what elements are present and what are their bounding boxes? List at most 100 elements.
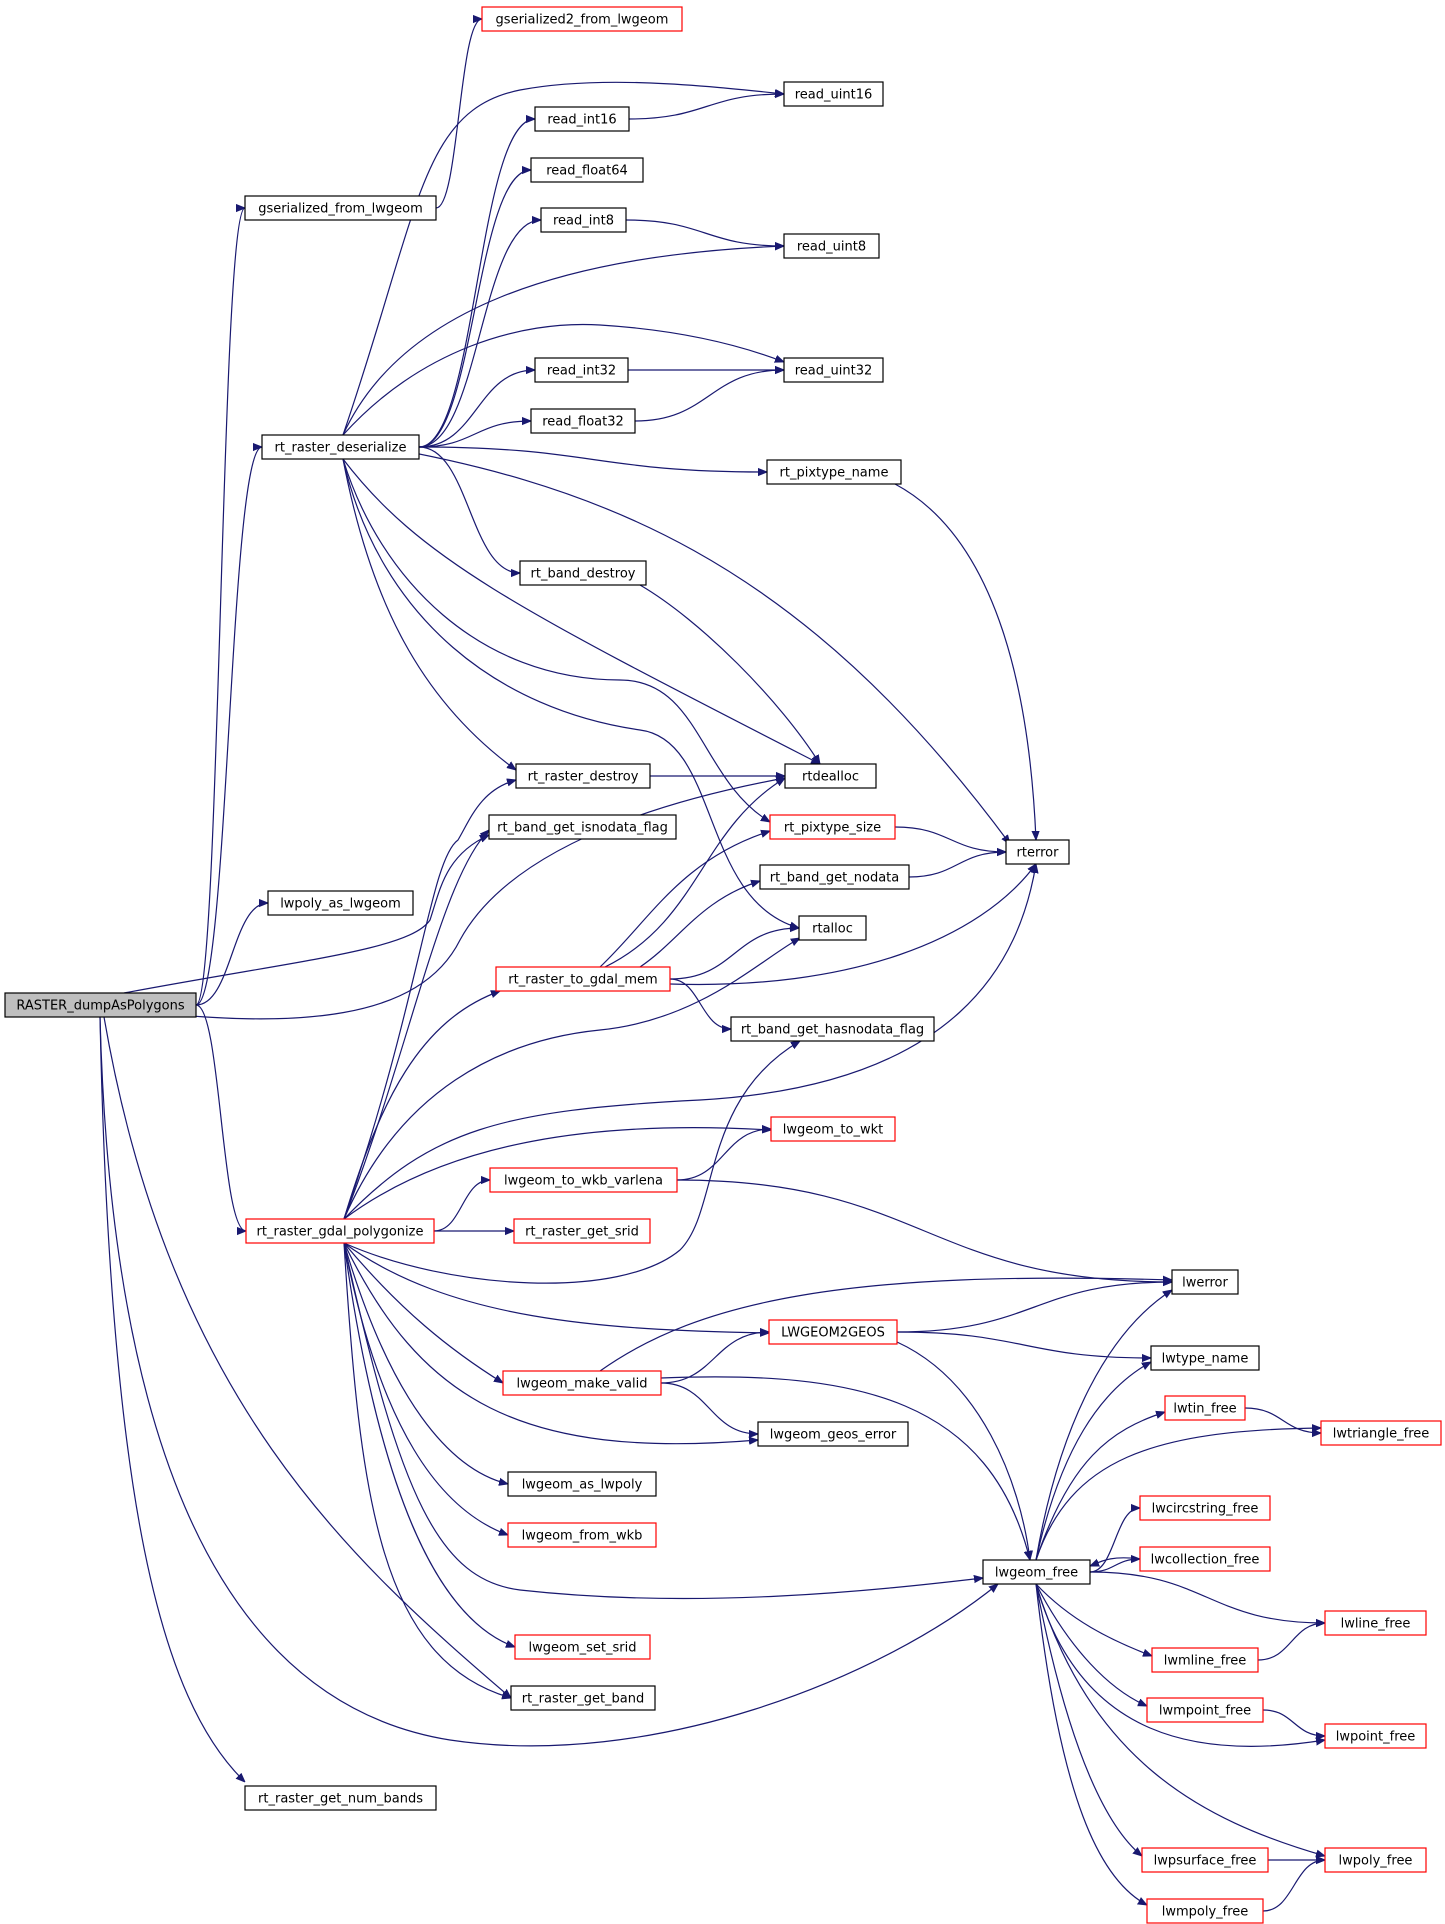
edge-lwgeomfree-to-lwpointfree: [1035, 1583, 1325, 1748]
node-label: read_int32: [547, 364, 616, 379]
node-makevalid[interactable]: lwgeom_make_valid: [502, 1370, 662, 1396]
edge-lwmpointfree-to-lwpointfree: [1262, 1709, 1325, 1736]
node-banddestroy[interactable]: rt_band_destroy: [519, 560, 647, 586]
edge-lwgeomfree-to-lwtinfree: [1035, 1412, 1165, 1561]
edge-gsfrom-to-gs2: [435, 19, 483, 209]
node-label: rt_raster_get_num_bands: [258, 1792, 423, 1807]
node-label: lwtriangle_free: [1333, 1427, 1430, 1442]
node-lwlinefree[interactable]: lwline_free: [1324, 1610, 1427, 1636]
node-lwpolyas[interactable]: lwpoly_as_lwgeom: [267, 890, 414, 916]
node-rterror[interactable]: rterror: [1005, 839, 1070, 865]
edge-lwgeomfree-to-lwcircfree: [1089, 1508, 1141, 1573]
edge-polygonize-to-towkt: [343, 1128, 771, 1220]
node-getband[interactable]: rt_raster_get_band: [510, 1685, 656, 1711]
node-hasnodata[interactable]: rt_band_get_hasnodata_flag: [730, 1016, 935, 1042]
edge-makevalid-to-lwgeomfree: [660, 1376, 1030, 1560]
edge-togdal-to-rtdealloc: [604, 778, 785, 968]
edge-deser-to-rf32: [418, 421, 531, 448]
edge-deser-to-rastdestroy: [342, 458, 516, 770]
edge-lwgeomfree-to-lwtrifree: [1035, 1428, 1321, 1561]
node-pixsize[interactable]: rt_pixtype_size: [769, 814, 896, 840]
node-lwmpolyfree[interactable]: lwmpoly_free: [1146, 1898, 1264, 1924]
node-root[interactable]: RASTER_dumpAsPolygons: [4, 992, 197, 1018]
node-togdal[interactable]: rt_raster_to_gdal_mem: [495, 966, 671, 992]
node-geoserror[interactable]: lwgeom_geos_error: [757, 1421, 909, 1447]
node-box: [730, 1016, 935, 1042]
edge-banddestroy-to-rtdealloc: [639, 584, 820, 764]
node-label: lwgeom_geos_error: [770, 1428, 897, 1443]
node-box: [513, 1218, 651, 1244]
node-box: [489, 1167, 678, 1193]
node-label: lwpoly_free: [1339, 1854, 1413, 1869]
node-label: read_uint16: [795, 88, 873, 103]
node-lwpointfree[interactable]: lwpoint_free: [1324, 1723, 1427, 1749]
node-label: lwgeom_free: [995, 1566, 1078, 1581]
node-box: [1150, 1345, 1260, 1371]
node-label: read_int8: [553, 214, 614, 229]
node-ri8[interactable]: read_int8: [540, 207, 627, 233]
node-aslwpoly[interactable]: lwgeom_as_lwpoly: [507, 1471, 657, 1497]
node-lwerror[interactable]: lwerror: [1171, 1269, 1239, 1295]
node-l2geos[interactable]: LWGEOM2GEOS: [768, 1319, 898, 1345]
node-box: [534, 357, 629, 383]
node-box: [540, 207, 627, 233]
edge-polygonize-to-hasnodata: [343, 1041, 800, 1284]
node-lwcircfree[interactable]: lwcircstring_free: [1139, 1495, 1271, 1521]
edge-polygonize-to-isnodata: [343, 830, 489, 1220]
node-lwtinfree[interactable]: lwtin_free: [1164, 1395, 1246, 1421]
node-gs2[interactable]: gserialized2_from_lwgeom: [481, 6, 683, 32]
edge-polygonize-to-lwgeomfree: [343, 1242, 983, 1600]
edge-ri8-to-ru8: [625, 219, 784, 246]
node-label: LWGEOM2GEOS: [781, 1326, 885, 1341]
edge-lwgeomfree-to-lwtypename: [1035, 1362, 1151, 1561]
node-box: [515, 763, 651, 789]
node-box: [1139, 1546, 1271, 1572]
node-setsrid[interactable]: lwgeom_set_srid: [514, 1634, 651, 1660]
node-box: [534, 106, 630, 132]
node-lwcollfree[interactable]: lwcollection_free: [1139, 1546, 1271, 1572]
node-ru16[interactable]: read_uint16: [783, 81, 884, 107]
edge-togdal-to-hasnodata: [669, 978, 731, 1029]
node-numbands[interactable]: rt_raster_get_num_bands: [244, 1785, 437, 1811]
edge-root-to-isnodata: [123, 834, 489, 994]
edge-lwtinfree-to-lwtrifree: [1244, 1407, 1321, 1433]
edge-root-to-lwgeomfree: [99, 1016, 998, 1747]
node-isnodata[interactable]: rt_band_get_isnodata_flag: [488, 814, 677, 840]
node-ru32[interactable]: read_uint32: [783, 357, 884, 383]
node-lwtrifree[interactable]: lwtriangle_free: [1320, 1420, 1442, 1446]
node-lwmlinefree[interactable]: lwmline_free: [1151, 1647, 1259, 1673]
node-lwmpointfree[interactable]: lwmpoint_free: [1146, 1697, 1264, 1723]
node-rf32[interactable]: read_float32: [530, 408, 636, 434]
node-label: lwcollection_free: [1151, 1553, 1260, 1568]
node-box: [261, 434, 420, 460]
edge-root-to-getband: [103, 1016, 511, 1698]
node-lwgeomfree[interactable]: lwgeom_free: [982, 1559, 1091, 1585]
node-box: [766, 459, 902, 485]
node-ri16[interactable]: read_int16: [534, 106, 630, 132]
node-lwtypename[interactable]: lwtype_name: [1150, 1345, 1260, 1371]
edge-polygonize-to-togdal: [343, 991, 500, 1220]
node-rf64[interactable]: read_float64: [530, 157, 644, 183]
node-getsrid[interactable]: rt_raster_get_srid: [513, 1218, 651, 1244]
node-fromwkb[interactable]: lwgeom_from_wkb: [507, 1522, 657, 1548]
node-lwpolyfree[interactable]: lwpoly_free: [1324, 1847, 1427, 1873]
node-rastdestroy[interactable]: rt_raster_destroy: [515, 763, 651, 789]
node-label: rt_band_destroy: [531, 567, 636, 582]
node-pixname[interactable]: rt_pixtype_name: [766, 459, 902, 485]
node-getnodata[interactable]: rt_band_get_nodata: [759, 864, 910, 890]
node-deser[interactable]: rt_raster_deserialize: [261, 434, 420, 460]
edge-l2geos-to-lwgeomfree: [896, 1341, 1030, 1560]
node-towkt[interactable]: lwgeom_to_wkt: [770, 1116, 896, 1142]
node-ri32[interactable]: read_int32: [534, 357, 629, 383]
node-box: [1164, 1395, 1246, 1421]
node-gsfrom[interactable]: gserialized_from_lwgeom: [244, 195, 437, 221]
node-polygonize[interactable]: rt_raster_gdal_polygonize: [245, 1218, 435, 1244]
node-towkb[interactable]: lwgeom_to_wkb_varlena: [489, 1167, 678, 1193]
node-label: lwgeom_to_wkb_varlena: [504, 1174, 663, 1189]
node-rtdealloc[interactable]: rtdealloc: [784, 763, 877, 789]
node-lwpsurffree[interactable]: lwpsurface_free: [1141, 1847, 1269, 1873]
edge-lwgeomfree-to-lwmlinefree: [1035, 1583, 1152, 1656]
node-rtalloc[interactable]: rtalloc: [798, 915, 867, 941]
node-ru8[interactable]: read_uint8: [783, 233, 880, 259]
node-box: [1171, 1269, 1239, 1295]
